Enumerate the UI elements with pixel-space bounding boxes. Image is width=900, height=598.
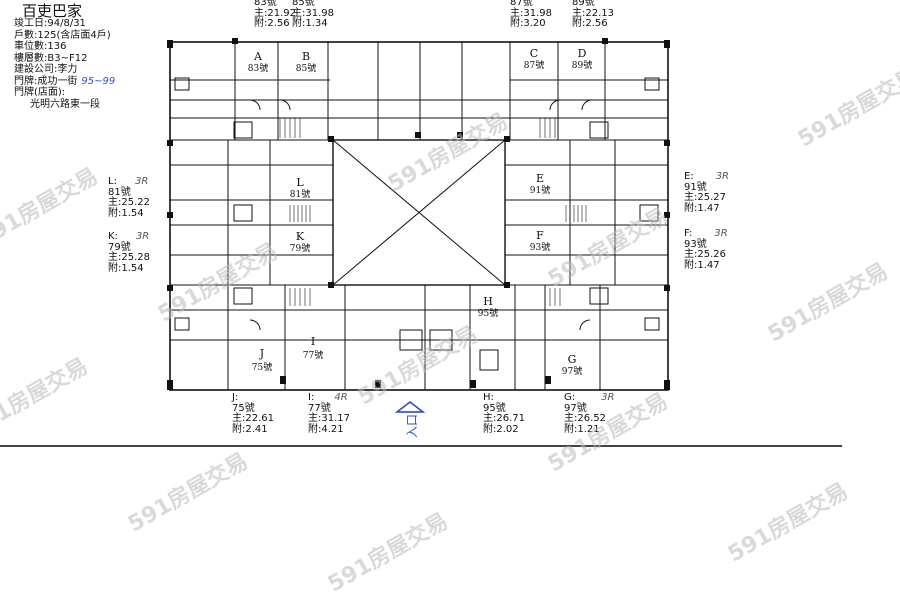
plan-no-K: 79號 — [290, 242, 310, 254]
plan-no-E: 91號 — [530, 184, 550, 196]
plan-letter-G: G — [568, 353, 577, 366]
info-shop-label: 門牌(店面): — [14, 87, 66, 98]
entrance-marker-icon — [394, 400, 426, 413]
plan-letter-H: H — [483, 295, 493, 308]
info-households: 戶數:125(含店面4戶) — [14, 29, 111, 41]
plan-no-A: 83號 — [248, 62, 268, 74]
courtyard-diagonal-2 — [332, 139, 506, 286]
info-completion: 竣工日:94/8/31 — [14, 18, 86, 29]
plan-letter-C: C — [530, 47, 538, 60]
plan-no-H: 95號 — [478, 307, 498, 319]
plan-no-B: 85號 — [296, 62, 316, 74]
plan-letter-J: J — [259, 347, 264, 360]
plan-no-F: 93號 — [530, 241, 550, 253]
plan-letter-E: E — [536, 172, 544, 185]
plan-no-D: 89號 — [572, 59, 592, 71]
info-floors: 樓層數:B3~F12 — [14, 52, 88, 64]
plan-letter-A: A — [253, 50, 263, 63]
plan-no-I: 77號 — [303, 349, 323, 361]
entrance-label: 入口 — [405, 413, 419, 438]
plan-letter-I: I — [311, 335, 315, 348]
building-title: 百吏巴家 — [22, 2, 83, 20]
plan-letter-D: D — [578, 47, 587, 60]
info-builder: 建設公司:李力 — [14, 64, 78, 75]
plan-letter-B: B — [302, 50, 310, 63]
plan-no-J: 75號 — [252, 361, 272, 373]
plan-outline — [169, 41, 669, 391]
page-divider — [0, 445, 842, 447]
plan-letter-L: L — [296, 176, 304, 189]
building-info: 百吏巴家 竣工日:94/8/31 戶數:125(含店面4戶) 車位數:136 樓… — [14, 4, 115, 110]
doorplate-handwritten-note: 95~99 — [81, 75, 116, 87]
plan-no-C: 87號 — [524, 59, 544, 71]
plan-letter-F: F — [536, 229, 544, 242]
info-parking: 車位數:136 — [14, 41, 67, 52]
floor-plan: A 83號 B 85號 C 87號 D 89號 L 81號 K 79號 E 91… — [167, 38, 670, 413]
info-shop-address: 光明六路東一段 — [30, 98, 100, 110]
plan-no-L: 81號 — [290, 188, 310, 200]
plan-no-G: 97號 — [562, 365, 582, 377]
plan-letter-K: K — [296, 230, 305, 243]
